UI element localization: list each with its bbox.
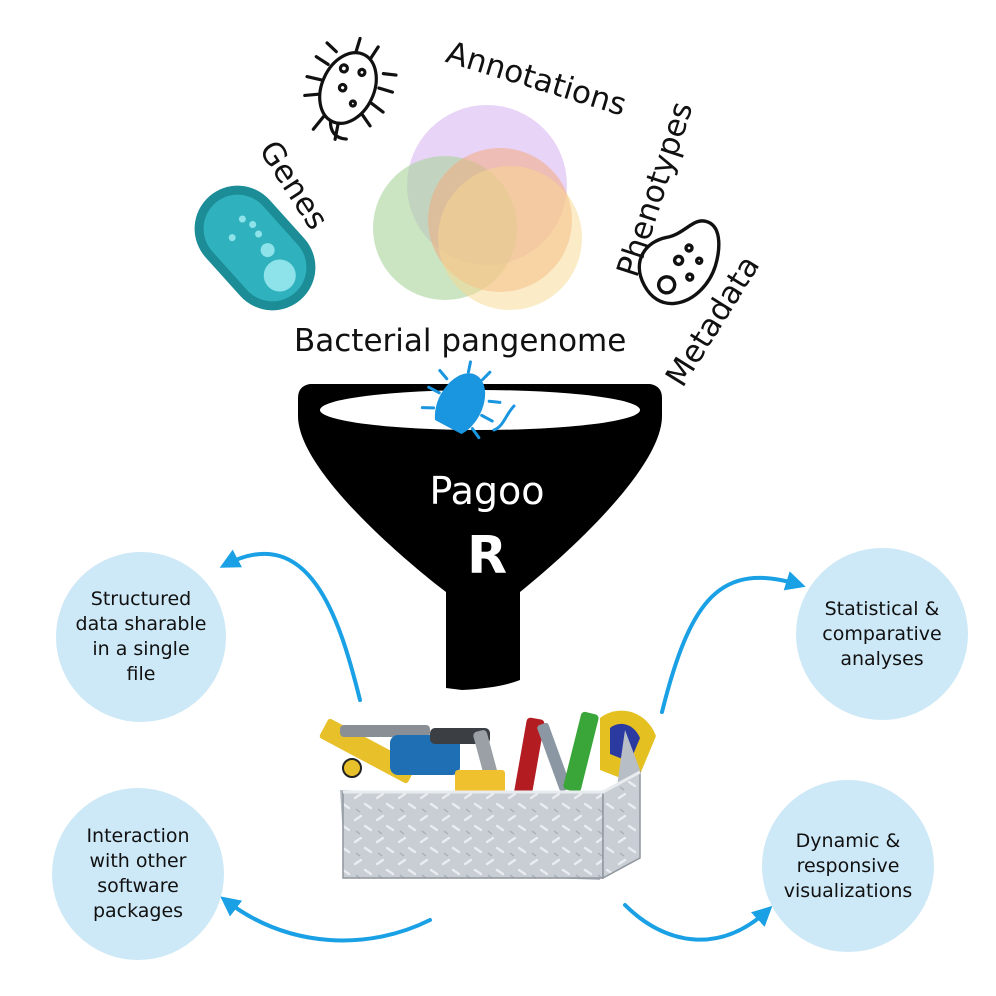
bubble-interaction-line-4: packages (92, 900, 184, 922)
venn-diagram (373, 105, 582, 310)
bubble-dynamic-line-3: visualizations (783, 879, 913, 902)
bubble-structured-line-4: file (126, 663, 156, 685)
toolbox-icon (319, 710, 656, 880)
bubble-interaction-line-2: with other (89, 850, 187, 872)
bubble-statistical-line-2: comparative (822, 622, 942, 645)
bubble-dynamic-line-1: Dynamic & (795, 829, 901, 852)
venn-circle-yellow (438, 166, 582, 310)
arrow-to-interaction (220, 896, 432, 943)
r-logo: R (466, 526, 508, 586)
bubble-interaction: Interaction with other software packages (52, 788, 224, 960)
microbe-outline-icon (637, 219, 721, 306)
bubble-dynamic-line-2: responsive (796, 854, 900, 877)
bubble-interaction-line-1: Interaction (86, 825, 190, 847)
blue-microbe-icon (420, 360, 516, 440)
bubble-statistical-analyses: Statistical & comparative analyses (796, 548, 968, 720)
bubble-statistical-line-3: analyses (840, 647, 924, 670)
bubble-structured-line-2: data sharable (75, 613, 207, 635)
label-bacterial-pangenome: Bacterial pangenome (294, 323, 627, 359)
bubble-statistical-line-1: Statistical & (824, 597, 940, 620)
bubble-interaction-line-3: software (97, 875, 179, 897)
funnel-title: Pagoo (429, 469, 545, 513)
arrow-to-dynamic (623, 903, 773, 942)
bubble-dynamic-visualizations: Dynamic & responsive visualizations (762, 780, 934, 952)
bubble-structured-line-1: Structured (90, 588, 192, 610)
bubble-structured-line-3: in a single (92, 638, 190, 660)
arrow-to-statistical (660, 571, 806, 714)
bacterium-virus-icon (303, 36, 398, 141)
bacterium-teal-icon (194, 185, 316, 311)
bubble-structured-data: Structured data sharable in a single fil… (56, 552, 226, 722)
arrow-to-structured (219, 549, 362, 702)
arrows (219, 549, 806, 943)
